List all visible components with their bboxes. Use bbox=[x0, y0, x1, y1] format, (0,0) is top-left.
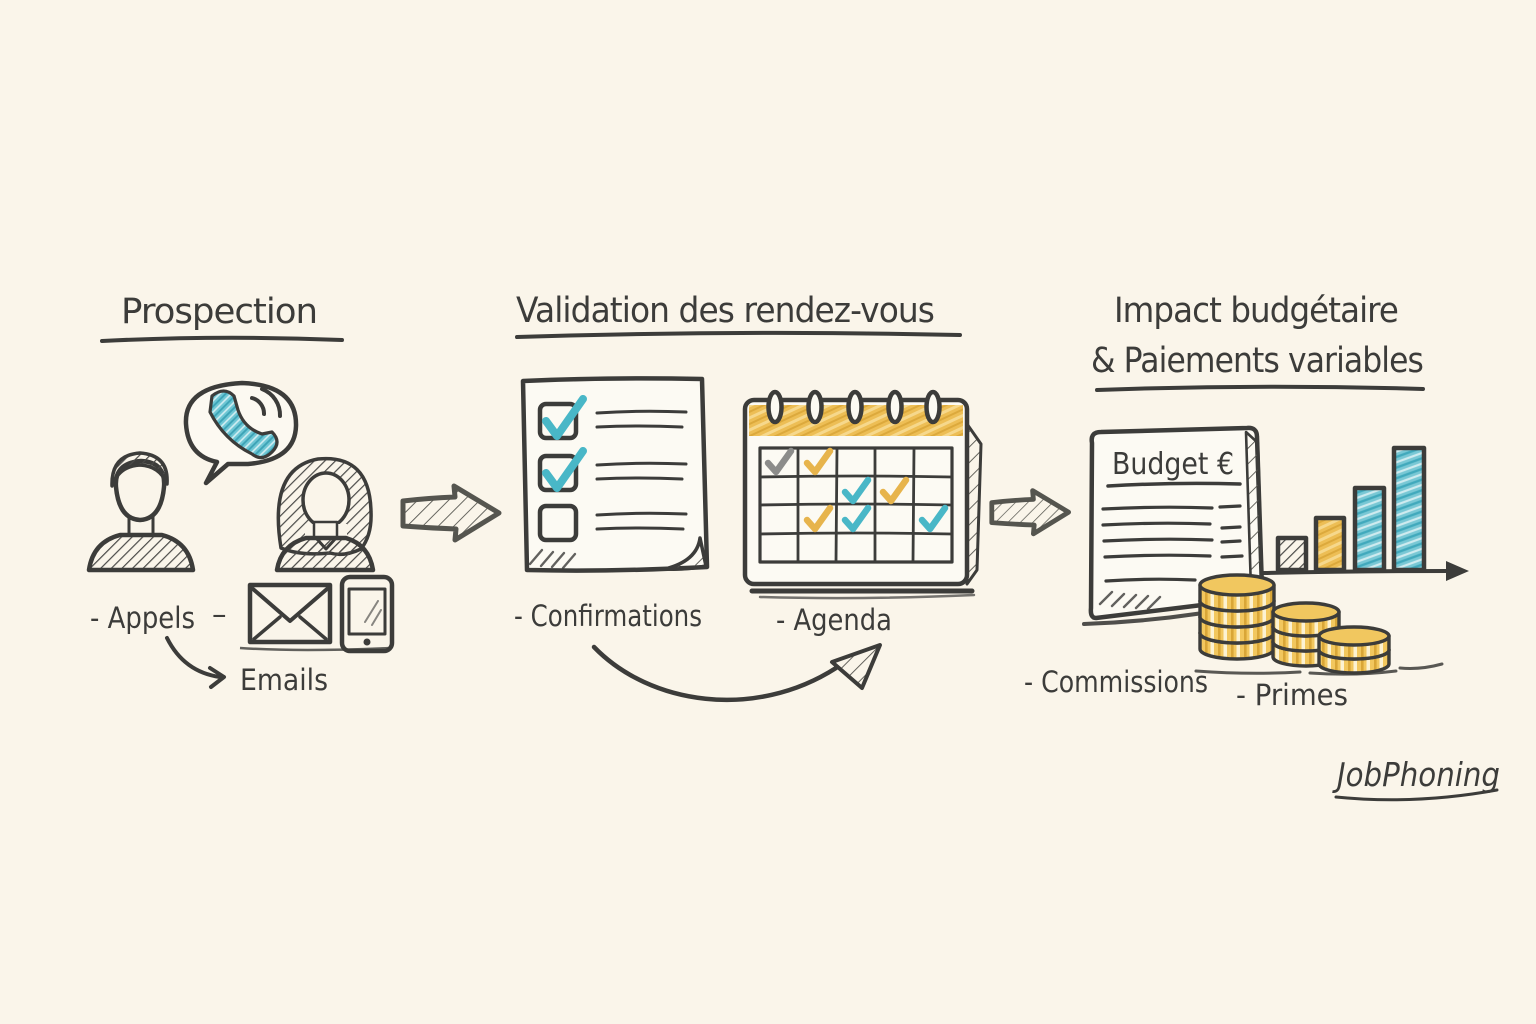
checklist-icon bbox=[520, 376, 710, 573]
label-dash: – bbox=[212, 597, 227, 631]
envelope-icon bbox=[247, 582, 333, 645]
phone-handset-icon bbox=[208, 389, 279, 460]
folded-corner bbox=[663, 536, 708, 571]
bar-gray bbox=[1275, 535, 1309, 573]
label-confirmations: - Confirmations bbox=[514, 599, 702, 633]
calendar-checks bbox=[764, 447, 949, 533]
label-appels: - Appels bbox=[90, 601, 195, 635]
sound-wave-icon bbox=[250, 396, 266, 416]
calendar-icon bbox=[742, 389, 983, 600]
title-underline bbox=[100, 335, 344, 343]
axis-line bbox=[1262, 569, 1452, 575]
label-primes: - Primes bbox=[1236, 678, 1348, 712]
checkmark bbox=[542, 447, 587, 492]
bar-teal bbox=[1391, 445, 1427, 573]
title-underline bbox=[515, 330, 962, 339]
coin-stack bbox=[1198, 573, 1276, 661]
bar-yellow bbox=[1313, 515, 1347, 573]
section-impact: Impact budgétaire & Paiements variables … bbox=[1024, 291, 1469, 712]
section-title-impact-line2: & Paiements variables bbox=[1091, 341, 1423, 381]
budget-document-title: Budget € bbox=[1112, 447, 1234, 482]
curved-arrow-icon bbox=[591, 643, 882, 703]
phone-speech-bubble-icon bbox=[183, 380, 299, 486]
axis-arrowhead-icon bbox=[1446, 561, 1469, 581]
section-validation: Validation des rendez-vous bbox=[514, 291, 983, 703]
checkbox bbox=[537, 503, 579, 543]
section-prospection: Prospection - Appels – bbox=[86, 292, 395, 697]
brand-signature-text: JobPhoning bbox=[1332, 755, 1500, 794]
brand-signature: JobPhoning bbox=[1332, 755, 1500, 802]
bar-chart-icon bbox=[1262, 445, 1469, 581]
baseline-scribble bbox=[239, 646, 391, 652]
sound-wave-icon bbox=[260, 387, 283, 418]
label-agenda: - Agenda bbox=[776, 603, 892, 637]
section-title-prospection: Prospection bbox=[121, 292, 317, 332]
curved-arrow-icon bbox=[165, 636, 226, 689]
coin-stack bbox=[1317, 625, 1391, 675]
checkmark bbox=[542, 395, 587, 440]
label-commissions: - Commissions bbox=[1024, 665, 1208, 699]
bar-teal bbox=[1352, 485, 1387, 573]
signature-flourish bbox=[1334, 788, 1499, 802]
label-emails: Emails bbox=[240, 663, 328, 697]
section-title-impact-line1: Impact budgétaire bbox=[1114, 291, 1398, 331]
block-arrow-right-icon bbox=[989, 488, 1072, 537]
title-underline bbox=[1095, 384, 1425, 392]
smartphone-icon bbox=[339, 574, 395, 654]
block-arrow-right-icon bbox=[400, 483, 502, 543]
man-icon bbox=[86, 451, 196, 573]
coins-icon bbox=[1194, 573, 1444, 676]
woman-icon bbox=[274, 456, 376, 573]
section-title-validation: Validation des rendez-vous bbox=[516, 291, 934, 331]
